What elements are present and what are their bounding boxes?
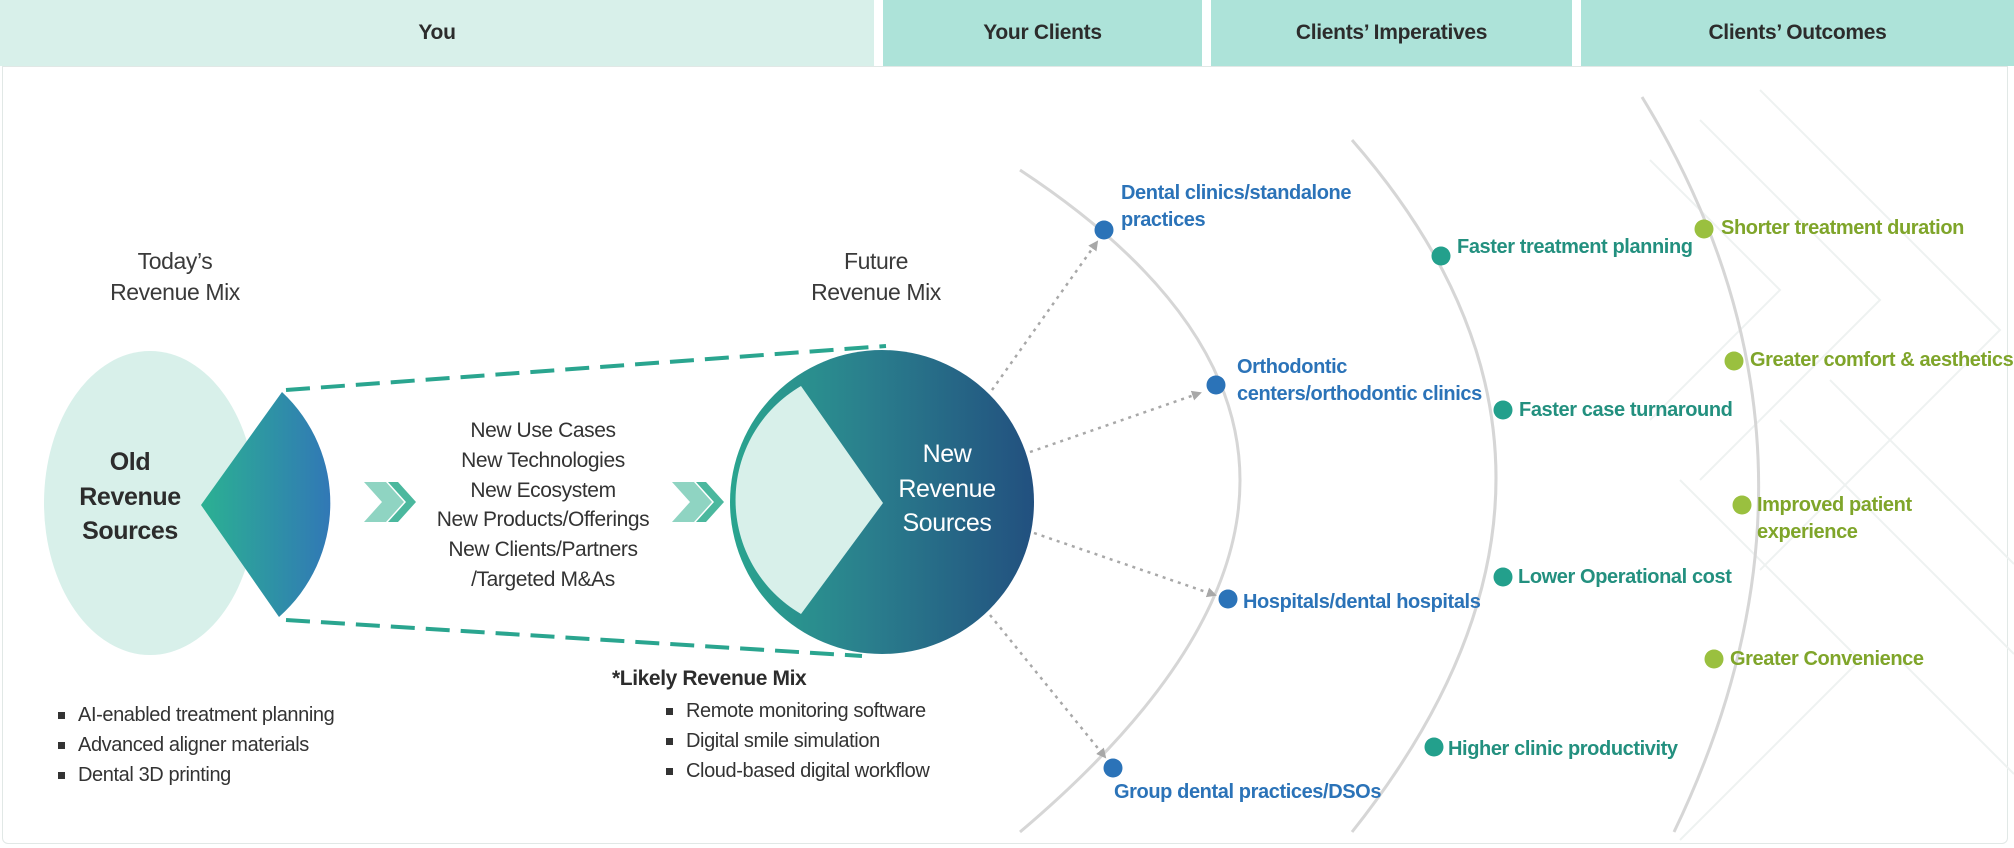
client-dental-clinics: Dental clinics/standalone practices: [1121, 182, 1352, 231]
list-item: Digital smile simulation: [664, 726, 929, 756]
list-item: Advanced aligner materials: [56, 730, 334, 760]
outcome-dot-2: [1724, 351, 1744, 371]
new-revenue-diamond: [735, 386, 883, 614]
chevron-icon-left: [364, 482, 416, 522]
outcome-improved-patient-experience: Improved patient experience: [1757, 494, 1912, 543]
driver-item: New Products/Offerings: [436, 508, 650, 532]
old-revenue-sources-label: Old Revenue Sources: [79, 448, 181, 545]
arc-outcomes: [1640, 96, 1761, 833]
chevron-icon-right: [672, 482, 724, 522]
header-your-clients: Your Clients: [883, 0, 1202, 66]
imperative-dot-4: [1424, 737, 1444, 757]
driver-item: New Technologies: [461, 448, 625, 472]
outcome-greater-comfort-aesthetics: Greater comfort & aesthetics: [1750, 349, 2014, 371]
header-clients-imperatives: Clients’ Imperatives: [1211, 0, 1572, 66]
outcome-greater-convenience: Greater Convenience: [1730, 648, 1924, 670]
imperative-faster-case-turnaround: Faster case turnaround: [1519, 399, 1733, 421]
client-dot-2: [1206, 375, 1226, 395]
outcome-shorter-treatment-duration: Shorter treatment duration: [1721, 217, 1964, 239]
today-revenue-mix-label: Today’s Revenue Mix: [110, 248, 240, 306]
client-hospitals: Hospitals/dental hospitals: [1243, 591, 1481, 613]
background-chevrons: [1649, 89, 2014, 841]
client-dot-3: [1218, 589, 1238, 609]
client-dot-4: [1103, 758, 1123, 778]
client-dot-1: [1094, 220, 1114, 240]
outcome-dot-3: [1732, 495, 1752, 515]
transformation-drivers: New Use Cases New Technologies New Ecosy…: [413, 416, 673, 595]
outcome-dot-1: [1694, 219, 1714, 239]
new-revenue-sources-label: New Revenue Sources: [898, 440, 996, 537]
driver-item: New Ecosystem: [470, 478, 616, 502]
future-revenue-mix-label: Future Revenue Mix: [811, 248, 941, 306]
arc-clients: [1019, 168, 1242, 834]
funnel-top-line: [285, 344, 887, 392]
client-group-practices: Group dental practices/DSOs: [1114, 781, 1382, 803]
likely-revenue-mix-title: *Likely Revenue Mix: [612, 667, 807, 690]
list-item: Cloud-based digital workflow: [664, 756, 930, 786]
driver-item: New Use Cases: [470, 419, 616, 442]
list-item: Remote monitoring software: [664, 696, 929, 726]
today-revenue-items: AI-enabled treatment planning Advanced a…: [56, 700, 335, 790]
list-item: Dental 3D printing: [56, 760, 334, 790]
header-you: You: [0, 0, 874, 66]
driver-item: New Clients/Partners: [448, 538, 638, 562]
old-revenue-disc: [44, 351, 256, 655]
client-arrows: [989, 240, 1217, 759]
funnel-bottom-line: [285, 618, 863, 658]
header-clients-outcomes: Clients’ Outcomes: [1581, 0, 2014, 66]
imperative-dot-2: [1493, 400, 1513, 420]
list-item: AI-enabled treatment planning: [56, 700, 335, 730]
imperative-higher-clinic-productivity: Higher clinic productivity: [1448, 738, 1678, 760]
imperative-dot-1: [1431, 246, 1451, 266]
client-orthodontic-centers: Orthodontic centers/orthodontic clinics: [1237, 356, 1482, 405]
arc-imperatives: [1350, 139, 1498, 833]
old-revenue-diamond: [201, 392, 331, 617]
imperative-faster-treatment-planning: Faster treatment planning: [1457, 236, 1693, 258]
driver-item: /Targeted M&As: [471, 568, 615, 592]
likely-revenue-items: Remote monitoring software Digital smile…: [664, 696, 930, 786]
imperative-dot-3: [1493, 567, 1513, 587]
outcome-dot-4: [1704, 649, 1724, 669]
imperative-lower-operational-cost: Lower Operational cost: [1518, 566, 1732, 588]
